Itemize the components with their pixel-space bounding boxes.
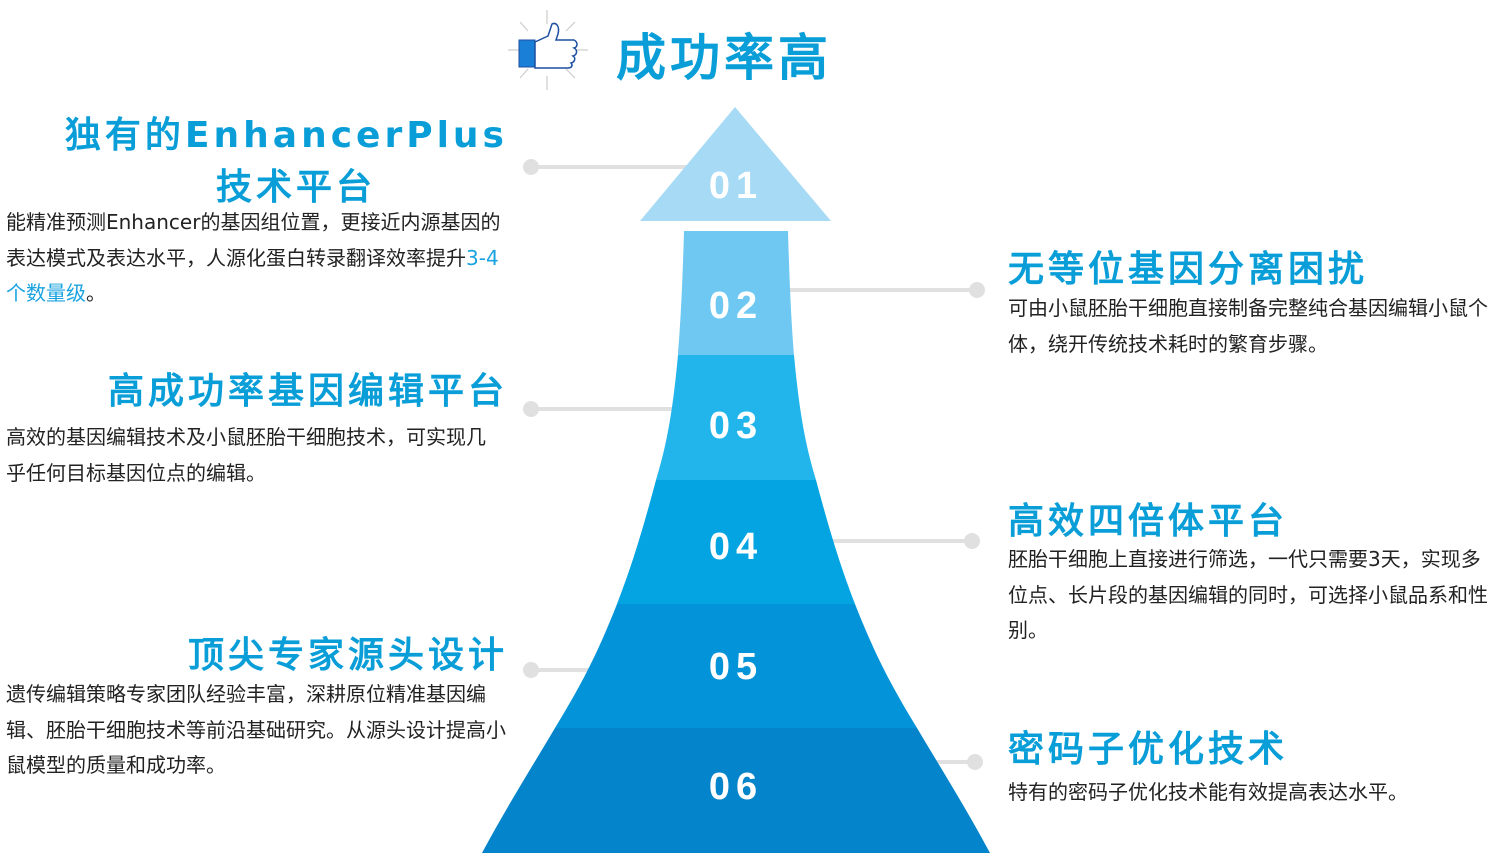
- feature-title: 无等位基因分离困扰: [1008, 249, 1369, 290]
- feature-title: 技术平台: [215, 167, 376, 208]
- step-number: 04: [708, 526, 764, 568]
- page-title: 成功率高: [616, 29, 832, 87]
- step-number: 01: [708, 165, 764, 207]
- feature-title: 独有的EnhancerPlus: [64, 115, 508, 156]
- description-tail: 。: [86, 281, 106, 305]
- feature-description: 能精准预测Enhancer的基因组位置，更接近内源基因的表达模式及表达水平，人源…: [6, 205, 516, 312]
- step-number: 02: [708, 285, 764, 327]
- arrow-head: [640, 107, 831, 221]
- feature-title: 密码子优化技术: [1008, 729, 1289, 770]
- feature-description: 可由小鼠胚胎干细胞直接制备完整纯合基因编辑小鼠个体，绕开传统技术耗时的繁育步骤。: [1008, 296, 1488, 356]
- thumbs-up-icon: [508, 10, 588, 90]
- step-number: 05: [708, 646, 764, 688]
- feature-description: 高效的基因编辑技术及小鼠胚胎干细胞技术，可实现几乎任何目标基因位点的编辑。: [6, 425, 486, 485]
- feature-description: 胚胎干细胞上直接进行筛选，一代只需要3天，实现多位点、长片段的基因编辑的同时，可…: [1008, 547, 1488, 642]
- feature-description: 遗传编辑策略专家团队经验丰富，深耕原位精准基因编辑、胚胎干细胞技术等前沿基础研究…: [6, 682, 506, 777]
- highlight-text: 3-4个数量级: [6, 245, 499, 306]
- feature-description: 特有的密码子优化技术能有效提高表达水平。: [1008, 780, 1408, 804]
- step-number: 03: [708, 405, 764, 447]
- description-text: 能精准预测Enhancer的基因组位置，更接近内源基因的表达模式及表达水平，人源…: [6, 210, 501, 270]
- step-number: 06: [708, 766, 764, 808]
- feature-title: 顶尖专家源头设计: [187, 635, 508, 676]
- feature-title: 高成功率基因编辑平台: [107, 371, 508, 412]
- feature-title: 高效四倍体平台: [1008, 501, 1289, 542]
